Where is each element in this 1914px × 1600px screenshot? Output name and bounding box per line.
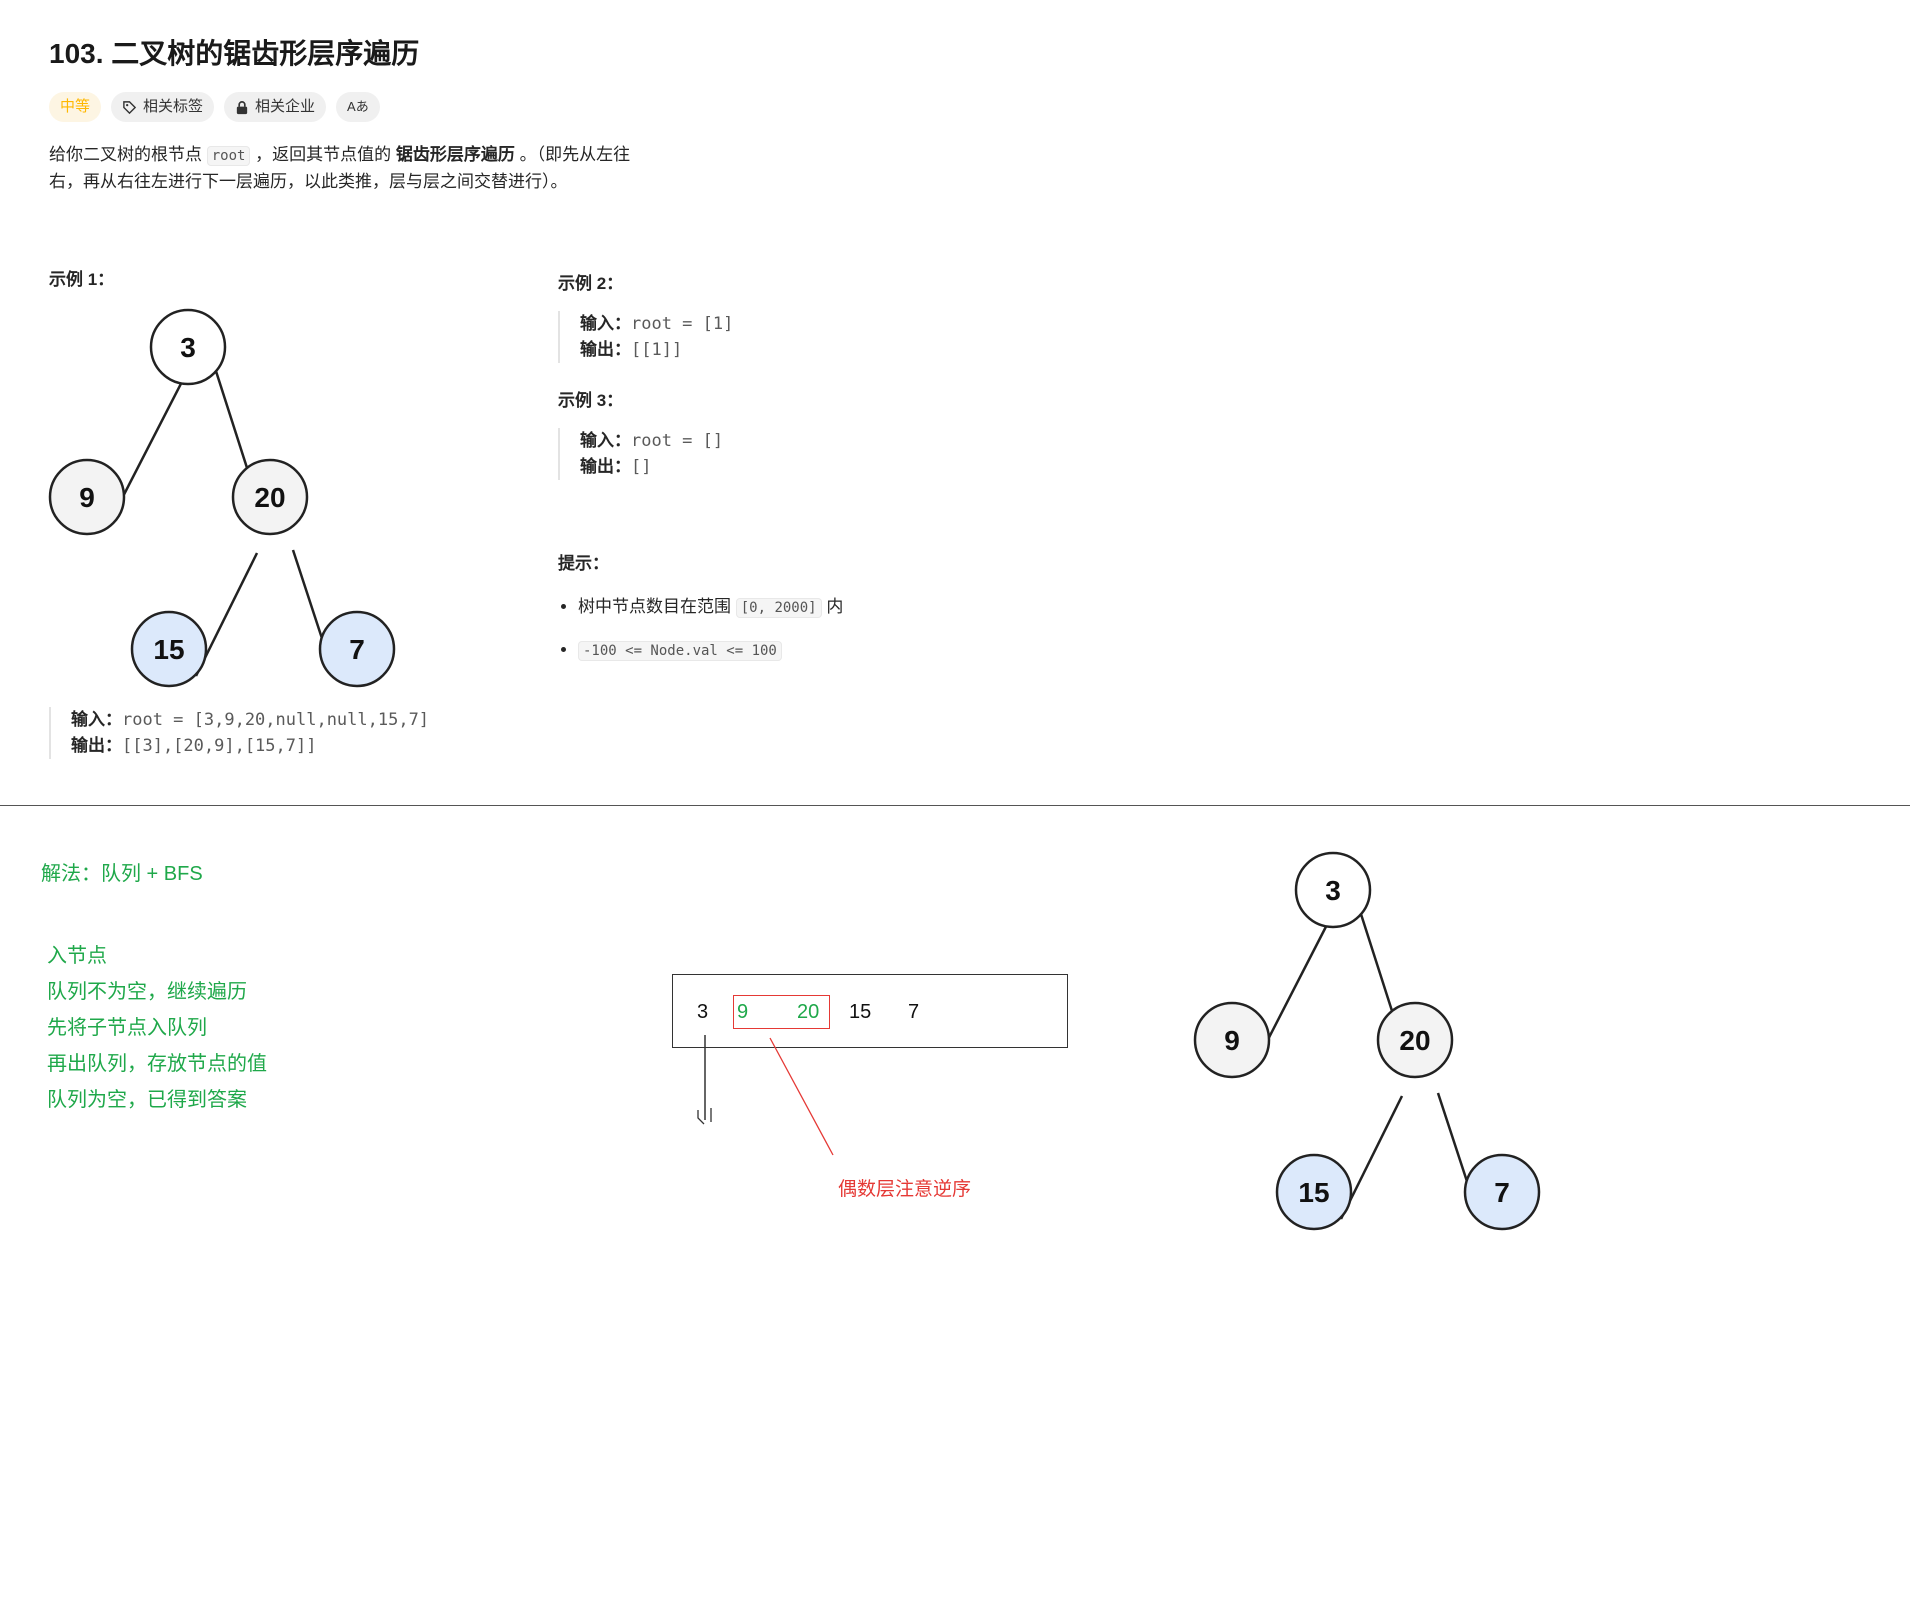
hints-heading: 提示： bbox=[558, 554, 609, 573]
output-label: 输出： bbox=[71, 736, 122, 755]
node-label: 15 bbox=[1298, 1177, 1329, 1208]
related-companies-label: 相关企业 bbox=[255, 98, 316, 115]
input-label: 输入： bbox=[580, 314, 631, 333]
step-item: 入节点 bbox=[47, 945, 107, 967]
edge bbox=[113, 369, 190, 513]
difficulty-label: 中等 bbox=[60, 98, 91, 115]
hint-text: 内 bbox=[821, 597, 844, 616]
step-item: 先将子节点入队列 bbox=[47, 1017, 207, 1039]
example3-heading: 示例 3： bbox=[558, 391, 624, 410]
example3-output: [] bbox=[631, 457, 652, 477]
output-label: 输出： bbox=[580, 457, 631, 476]
example2-output: [[1]] bbox=[631, 340, 683, 360]
edge bbox=[1258, 912, 1335, 1056]
related-companies-button[interactable]: 相关企业 bbox=[224, 92, 327, 122]
problem-description: 给你二叉树的根节点 root ，返回其节点值的 锯齿形层序遍历 。（即先从左往右… bbox=[49, 142, 649, 195]
solution-steps: 入节点 队列不为空，继续遍历 先将子节点入队列 再出队列，存放节点的值 队列为空… bbox=[47, 938, 267, 1118]
desc-text-1: 给你二叉树的根节点 bbox=[49, 145, 207, 164]
example3-io: 输入：root = [] 输出：[] bbox=[558, 428, 723, 480]
example2-input: root = [1] bbox=[631, 314, 734, 334]
problem-title: 103. 二叉树的锯齿形层序遍历 bbox=[49, 38, 420, 69]
step-item: 队列为空，已得到答案 bbox=[47, 1089, 247, 1111]
input-label: 输入： bbox=[580, 431, 631, 450]
node-label: 9 bbox=[79, 482, 95, 513]
queue-item: 20 bbox=[797, 1001, 820, 1023]
related-tags-button[interactable]: 相关标签 bbox=[111, 92, 215, 122]
lock-icon bbox=[235, 100, 249, 115]
queue-item: 15 bbox=[849, 1001, 872, 1023]
example2-io: 输入：root = [1] 输出：[[1]] bbox=[558, 311, 733, 363]
hint-item: -100 <= Node.val <= 100 bbox=[578, 637, 843, 664]
example3-input: root = [] bbox=[631, 431, 724, 451]
node-label: 7 bbox=[1494, 1177, 1510, 1208]
annotation-pointer bbox=[769, 1037, 834, 1156]
desc-text-3: 。（即先从左往右，再从右往左进行下一层遍历，以此类推，层与层之间交替进行）。 bbox=[49, 145, 631, 191]
related-tags-label: 相关标签 bbox=[143, 98, 204, 115]
tree-node-leaf bbox=[1275, 1153, 1353, 1231]
node-label: 15 bbox=[153, 634, 184, 665]
tag-bar: 中等 相关标签 相关企业 Aあ bbox=[49, 92, 380, 122]
hint-item: 树中节点数目在范围 [0, 2000] 内 bbox=[578, 594, 843, 621]
translate-button[interactable]: Aあ bbox=[336, 92, 380, 122]
tree-node bbox=[231, 458, 309, 536]
hint-text: 树中节点数目在范围 bbox=[578, 597, 736, 616]
node-label: 20 bbox=[254, 482, 285, 513]
notes-tree-diagram: 3 9 20 15 7 bbox=[1193, 851, 1541, 1231]
highlight-box bbox=[733, 995, 830, 1029]
hint-code: -100 <= Node.val <= 100 bbox=[578, 641, 782, 661]
tree-node-leaf bbox=[1463, 1153, 1541, 1231]
node-label: 3 bbox=[1325, 875, 1341, 906]
input-label: 输入： bbox=[71, 710, 122, 729]
solution-title: 解法：队列 + BFS bbox=[41, 863, 203, 885]
example2-heading: 示例 2： bbox=[558, 274, 624, 293]
output-label: 输出： bbox=[580, 340, 631, 359]
annotation-text: 偶数层注意逆序 bbox=[838, 1179, 972, 1200]
example1-output: [[3],[20,9],[15,7]] bbox=[122, 736, 317, 756]
queue-box bbox=[672, 974, 1068, 1048]
difficulty-badge[interactable]: 中等 bbox=[49, 92, 102, 122]
tree-node-root bbox=[149, 308, 227, 386]
example1-input: root = [3,9,20,null,null,15,7] bbox=[122, 710, 430, 730]
tree-node-leaf bbox=[318, 610, 396, 688]
step-item: 队列不为空，继续遍历 bbox=[47, 981, 247, 1003]
queue-item: 7 bbox=[908, 1001, 920, 1023]
desc-code-root: root bbox=[206, 146, 251, 166]
cursor-icon bbox=[697, 1108, 712, 1125]
desc-bold: 锯齿形层序遍历 bbox=[395, 145, 515, 164]
queue-item: 3 bbox=[697, 1001, 709, 1023]
example1-tree-diagram: 3 9 20 15 7 bbox=[48, 308, 396, 688]
hint-code: [0, 2000] bbox=[735, 598, 822, 618]
tree-node bbox=[1376, 1001, 1454, 1079]
node-label: 9 bbox=[1224, 1025, 1240, 1056]
tree-node-root bbox=[1294, 851, 1372, 929]
section-divider bbox=[0, 805, 1910, 806]
desc-text-2: ，返回其节点值的 bbox=[250, 145, 396, 164]
example1-io: 输入：root = [3,9,20,null,null,15,7] 输出：[[3… bbox=[49, 707, 429, 759]
example1-heading: 示例 1： bbox=[49, 270, 115, 289]
tag-icon bbox=[122, 100, 137, 115]
tree-node bbox=[1193, 1001, 1271, 1079]
node-label: 20 bbox=[1399, 1025, 1430, 1056]
queue-item: 9 bbox=[737, 1001, 749, 1023]
tree-node bbox=[48, 458, 126, 536]
node-label: 7 bbox=[349, 634, 365, 665]
translate-icon: Aあ bbox=[347, 99, 369, 114]
tree-node-leaf bbox=[130, 610, 208, 688]
hints-list: 树中节点数目在范围 [0, 2000] 内 -100 <= Node.val <… bbox=[558, 594, 843, 680]
node-label: 3 bbox=[180, 332, 196, 363]
step-item: 再出队列，存放节点的值 bbox=[47, 1053, 267, 1075]
annotation-lines bbox=[697, 1035, 834, 1156]
